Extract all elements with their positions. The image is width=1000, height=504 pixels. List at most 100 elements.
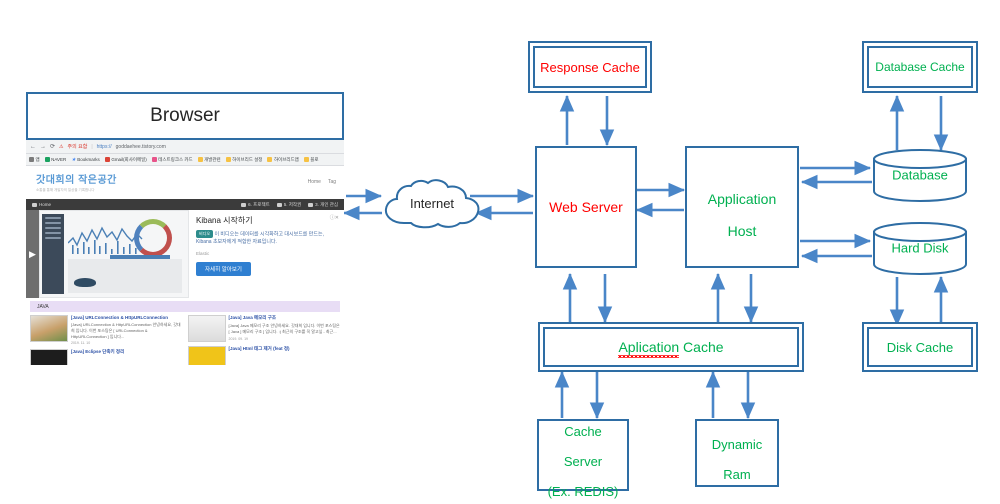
folder-icon: [197, 157, 203, 162]
bookmarks-bar[interactable]: 앱 NAVER ★ Bookmarks Gmail(회사이메일) 테스트링크스 …: [26, 154, 344, 166]
menu-home-label: Home: [39, 202, 52, 207]
list-item[interactable]: [Java] Eclipse 단축키 정리: [30, 349, 183, 365]
folder-icon: [267, 157, 273, 162]
folder-icon: [225, 157, 231, 162]
article-title[interactable]: [Java] Java 메모리 구조: [228, 315, 276, 320]
list-item[interactable]: [Java] Html 태그 제거 (feat 정): [187, 346, 341, 365]
nav-tag[interactable]: Tag: [327, 179, 336, 185]
internet-cloud: Internet: [378, 179, 486, 229]
home-icon: [32, 202, 37, 207]
carousel-arrow-icon[interactable]: ▶: [26, 210, 39, 298]
article-list: [Java] URLConnection & HttpURLConnection…: [26, 312, 344, 365]
article-title[interactable]: [Java] URLConnection & HttpURLConnection: [71, 315, 168, 320]
application-host-line1: Application: [707, 190, 777, 207]
security-warning-label: 주의 요함: [67, 144, 88, 150]
menu-category-personal[interactable]: 3. 개인 관심: [308, 202, 338, 208]
cloud-shape: [384, 179, 480, 229]
dynamic-ram-line2: Ram: [723, 466, 751, 482]
bookmark-folder-dev[interactable]: 개발관련: [197, 156, 221, 163]
menu-label: 5. 저작권: [283, 201, 302, 207]
cache-server-line1: Cache: [564, 424, 602, 440]
promo-body-text: 이 비디오는 데이터를 시각화하고 대시보드를 만드는, Kibana 초보자에…: [196, 231, 324, 245]
menu-category-copyright[interactable]: 5. 저작권: [276, 201, 302, 208]
application-host-box: Application Host: [685, 146, 799, 268]
promo-title: Kibana 시작하기: [196, 216, 253, 225]
cache-server-line2: Server: [563, 454, 603, 469]
folder-icon: [303, 157, 309, 162]
bookmark-bookmarks[interactable]: ★ Bookmarks: [71, 157, 100, 163]
bookmark-label: 개발관련: [204, 156, 221, 162]
disk-cache-label: Disk Cache: [886, 339, 954, 355]
browser-chrome-toolbar[interactable]: ← → ⟳ ⚠ 주의 요함 | https:// goddaehee.tisto…: [26, 140, 344, 154]
disk-cache-box: Disk Cache: [862, 322, 978, 372]
blog-subtitle: 소통을 통해 개발자의 일상을 기록합니다: [36, 188, 95, 192]
bookmark-gmail[interactable]: Gmail(회사이메일): [104, 157, 147, 163]
bookmark-test-link[interactable]: 테스트링크스 카드: [151, 156, 193, 163]
kibana-sidebar: [42, 214, 64, 294]
article-thumbnail: [187, 315, 226, 342]
bookmark-label: 앱: [35, 156, 40, 162]
article-title[interactable]: [Java] Eclipse 단축키 정리: [71, 349, 125, 355]
list-item[interactable]: [Java] Java 메모리 구조 [Java] Java 메모리 구조 안녕…: [187, 315, 341, 342]
blog-nav[interactable]: Home Tag: [308, 179, 336, 185]
reload-icon[interactable]: ⟳: [50, 144, 56, 150]
browser-screenshot: ← → ⟳ ⚠ 주의 요함 | https:// goddaehee.tisto…: [26, 140, 344, 365]
nav-home[interactable]: Home: [307, 179, 321, 185]
blog-header: 갓대희의 작은공간 소통을 통해 개발자의 일상을 기록합니다 Home Tag: [26, 166, 344, 199]
article-thumbnail: [187, 346, 226, 365]
application-cache-label-rest: Cache: [679, 339, 724, 355]
naver-icon: [44, 157, 50, 162]
response-cache-box: Response Cache: [528, 41, 652, 93]
bookmark-label: 하이브리드앱: [273, 156, 299, 162]
promo-body-row: 비디오 이 비디오는 데이터를 시각화하고 대시보드를 만드는, Kibana …: [196, 230, 338, 246]
blog-menubar[interactable]: Home 6. 프로젝트 5. 저작권 3. 개인 관심: [26, 199, 344, 210]
browser-title-box: Browser: [26, 92, 344, 140]
back-arrow-icon[interactable]: ←: [30, 143, 36, 150]
article-date: 2019. 11. 10: [71, 341, 91, 346]
folder-icon: [276, 202, 282, 207]
kibana-map-widget: [68, 259, 182, 293]
bookmark-folder-blog[interactable]: 블로: [303, 156, 319, 163]
blog-title[interactable]: 갓대희의 작은공간: [36, 175, 117, 186]
bookmark-label: 블로: [310, 156, 319, 162]
forward-arrow-icon[interactable]: →: [40, 143, 46, 150]
dynamic-ram-line1: Dynamic: [711, 437, 763, 453]
application-cache-misspelled-word: Aplication: [618, 339, 680, 358]
article-date: 2019. 09. 19: [228, 336, 248, 341]
hard-disk-label: Hard Disk: [891, 240, 949, 256]
bookmark-folder-hybrid-config[interactable]: 하이브리드 설정: [225, 157, 262, 163]
database-label: Database: [892, 167, 948, 183]
star-icon: ★: [71, 156, 76, 163]
menu-label: 3. 개인 관심: [315, 201, 338, 207]
article-description: [Java] Java 메모리 구조 안녕하세요. 갓대희 입니다. 이번 포스…: [228, 323, 340, 334]
promo-badge: 비디오: [196, 230, 214, 238]
bookmark-naver[interactable]: NAVER: [44, 157, 67, 162]
application-host-label: Application Host: [708, 175, 777, 239]
bookmark-apps[interactable]: 앱: [29, 157, 40, 163]
cache-server-line3: (Ex. REDIS): [547, 483, 619, 499]
kibana-whale-shape: [74, 278, 96, 287]
apps-grid-icon: [29, 157, 34, 162]
security-warning-icon[interactable]: ⚠: [59, 143, 64, 150]
cache-server-box: Cache Server (Ex. REDIS): [537, 419, 629, 499]
article-thumbnail: [30, 349, 68, 365]
bookmark-label: NAVER: [51, 157, 67, 162]
web-server-box: Web Server: [535, 146, 637, 268]
menu-label: 6. 프로젝트: [248, 201, 270, 207]
kibana-bar-strip: [110, 255, 170, 259]
menu-category-projects[interactable]: 6. 프로젝트: [241, 202, 270, 208]
bookmark-label: 테스트링크스 카드: [158, 156, 193, 162]
cylinder-shape: [873, 149, 967, 203]
url-input[interactable]: goddaehee.tistory.com: [115, 143, 166, 150]
menu-home[interactable]: Home: [32, 202, 51, 207]
close-icon[interactable]: ⓘ✕: [329, 215, 339, 221]
hard-disk-cylinder: Hard Disk: [872, 221, 968, 276]
application-host-line2: Host: [727, 223, 757, 240]
bookmark-folder-hybrid-app[interactable]: 하이브리드앱: [267, 156, 299, 163]
application-cache-box: Aplication Cache: [538, 322, 804, 372]
promo-learn-more-button[interactable]: 자세히 알아보기: [196, 262, 251, 277]
article-title[interactable]: [Java] Html 태그 제거 (feat 정): [228, 346, 290, 351]
list-item[interactable]: [Java] URLConnection & HttpURLConnection…: [30, 315, 183, 345]
database-cache-box: Database Cache: [862, 41, 978, 93]
